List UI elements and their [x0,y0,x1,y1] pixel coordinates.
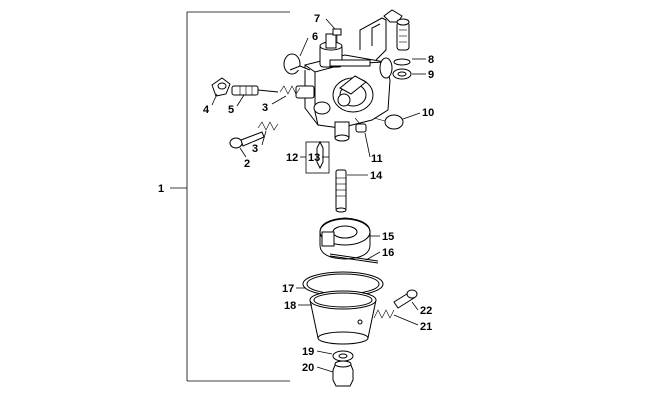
callout-6: 6 [312,31,318,43]
callout-5: 5 [228,104,234,116]
float-pin-part-16 [329,253,379,264]
fitting-part-4 [211,77,231,97]
callout-12: 12 [286,152,298,164]
callout-3-upper: 3 [262,102,268,114]
screw-part-2 [229,131,265,149]
callout-10: 10 [422,107,434,119]
callout-7: 7 [314,13,320,25]
needle-valve-part-13 [305,140,330,174]
callout-9: 9 [428,69,434,81]
plug-part-10 [373,114,404,130]
idle-needle-part-5 [231,85,279,96]
leader-lines [211,18,426,373]
callout-14: 14 [370,170,383,182]
screw-part-11 [354,117,367,133]
callout-4: 4 [203,104,210,116]
float-part-15 [319,217,371,260]
throttle-lever-part [383,9,410,51]
main-jet-part-14 [335,169,347,213]
callout-20: 20 [302,362,314,374]
callout-2: 2 [244,158,250,170]
screw-part-7 [332,28,342,43]
callout-labels: 1 2 3 3 4 5 6 7 8 9 10 11 12 13 14 15 16… [158,13,434,374]
screw-part-22 [393,289,418,309]
carburetor-body [295,17,393,142]
spring-part-3b [257,121,279,131]
callout-18: 18 [284,300,296,312]
callout-8: 8 [428,54,434,66]
spring-part-3a [279,85,301,95]
washer-part-19 [332,350,354,362]
callout-13: 13 [308,152,320,164]
choke-plate-part [283,53,311,75]
callout-16: 16 [382,247,394,259]
callout-11: 11 [371,153,383,165]
seal-part-8 [393,58,411,66]
gasket-part-17 [302,271,384,297]
callout-22: 22 [420,305,432,317]
assembly-bracket [170,11,290,382]
callout-17: 17 [282,283,294,295]
spring-part-21 [373,309,395,319]
callout-19: 19 [302,346,314,358]
callout-21: 21 [420,321,432,333]
washer-part-9 [392,68,412,80]
fuel-bowl-part-18 [309,290,377,345]
callout-1: 1 [158,183,164,195]
callout-15: 15 [382,231,394,243]
bowl-nut-part-20 [332,360,354,387]
callout-3-lower: 3 [252,143,258,155]
